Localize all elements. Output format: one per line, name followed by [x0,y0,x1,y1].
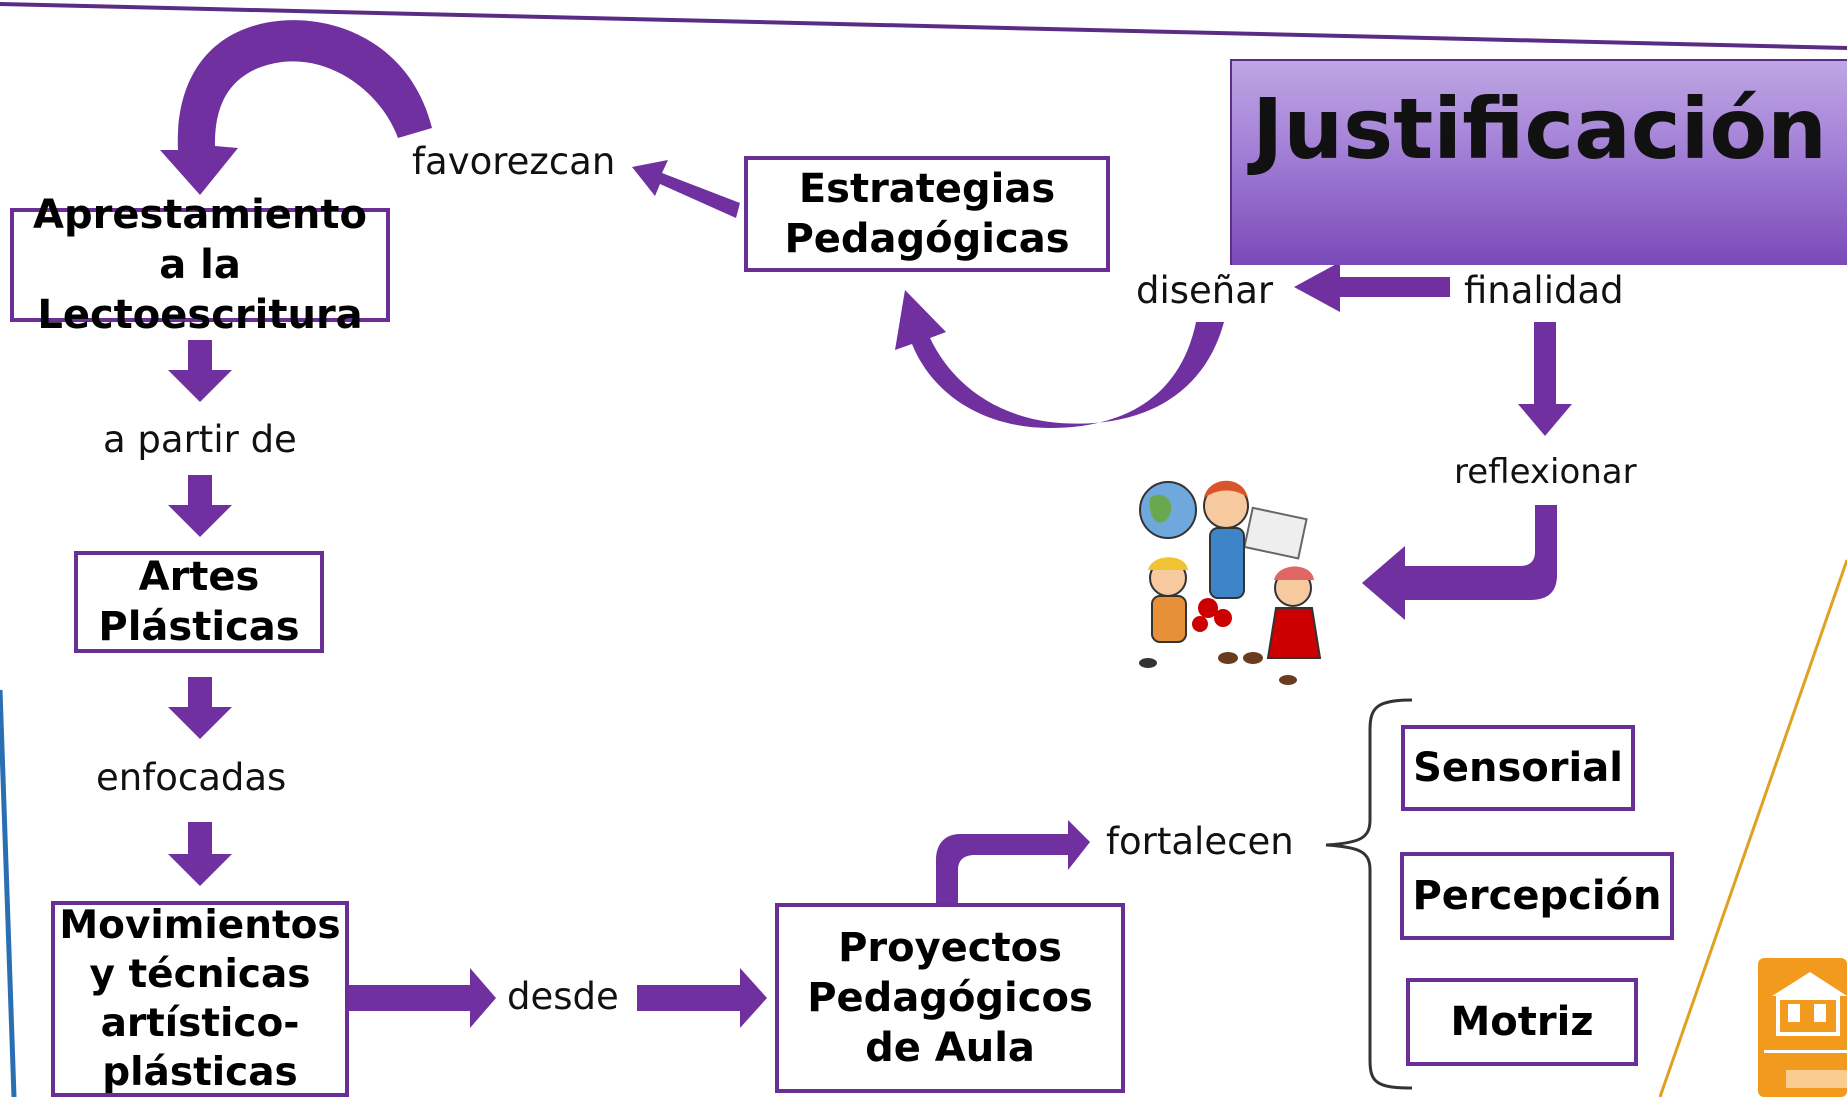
label-disenar: diseñar [1136,269,1274,312]
box-motriz: Motriz [1406,978,1638,1066]
page-title: Justificación [1252,80,1827,178]
arrow-to-clipart [1362,505,1557,620]
label-reflexionar: reflexionar [1454,452,1637,492]
label-enfocadas: enfocadas [96,756,287,799]
curly-brace [1325,698,1413,1090]
arrow-to-disenar [1294,262,1450,312]
label-finalidad: finalidad [1464,269,1624,312]
arrow-down-3 [168,677,232,739]
box-aprestamiento: Apresta­miento a la Lectoescritura [10,192,390,338]
frame-line-left [0,689,17,1097]
frame-line-orange [1658,559,1847,1097]
label-a-partir-de: a partir de [103,418,297,461]
arrow-to-reflexionar [1518,322,1572,436]
box-estrategias: Estrategias Pedagógicas [744,156,1110,272]
university-logo [1758,958,1847,1097]
box-artes: Artes Plásticas [74,551,324,653]
arrow-to-desde [346,968,496,1028]
arrow-to-favorezcan [632,160,740,218]
label-fortalecen: fortalecen [1106,820,1294,863]
box-movimientos: Movimientos y técnicas artístico-plástic… [51,901,349,1097]
children-with-globe-clipart [1139,480,1322,685]
arrow-down-4 [168,822,232,886]
arrow-to-fortalecen [936,820,1090,905]
box-percepcion: Percepción [1400,852,1674,940]
curved-arrow-loop [160,20,432,196]
arrow-to-proyectos [637,968,767,1028]
title-banner: Justificación [1230,59,1847,265]
arrow-down-1 [168,340,232,402]
label-desde: desde [507,975,619,1018]
box-proyectos: Proyectos Pedagógicos de Aula [775,903,1125,1093]
box-sensorial: Sensorial [1401,725,1635,811]
frame-line-top [0,2,1847,50]
arrow-down-2 [168,475,232,537]
label-favorezcan: favorezcan [412,140,616,183]
